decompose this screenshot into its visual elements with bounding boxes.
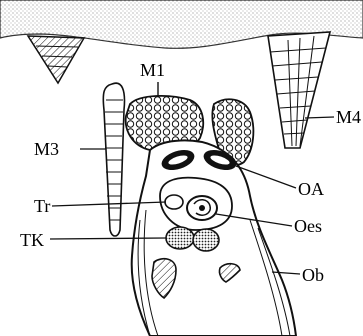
organ-oes: [187, 196, 217, 220]
wall-muscle-left: [28, 36, 84, 83]
label-tr: Tr: [34, 197, 50, 215]
label-m1: M1: [140, 61, 165, 79]
label-m4: M4: [336, 108, 361, 126]
organ-tr: [165, 195, 183, 209]
label-ob: Ob: [302, 266, 324, 284]
label-tk: TK: [20, 231, 44, 249]
leader-m4: [305, 117, 334, 118]
label-m3: M3: [34, 140, 59, 158]
muscle-m4: [268, 32, 330, 148]
label-oes: Oes: [294, 217, 322, 235]
label-oa: OA: [298, 180, 324, 198]
